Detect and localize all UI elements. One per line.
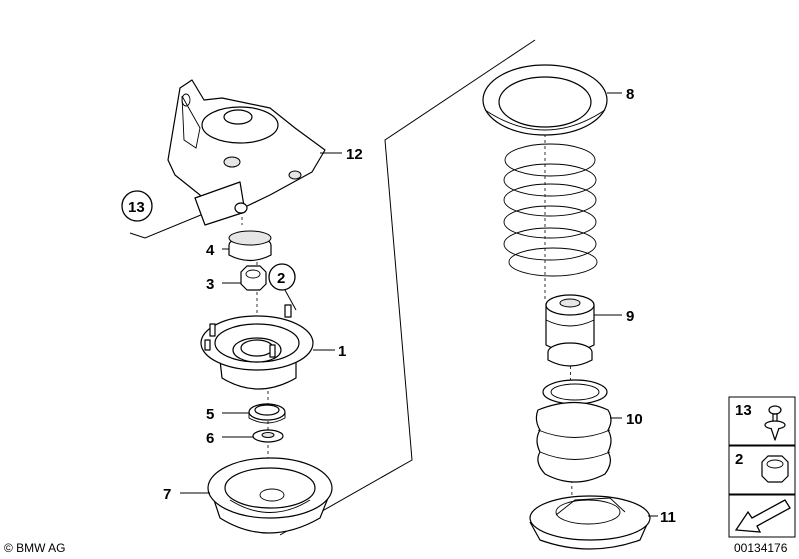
label-part-10: 10 xyxy=(626,411,643,428)
footer: © BMW AG 00134176 xyxy=(4,541,788,555)
legend-box-13 xyxy=(728,396,796,446)
label-part-4: 4 xyxy=(206,242,215,259)
label-part-8: 8 xyxy=(626,86,634,103)
label-part-6: 6 xyxy=(206,430,214,447)
label-part-2: 2 xyxy=(277,270,285,287)
label-part-7: 7 xyxy=(163,486,171,503)
part-labels: 1 2 3 4 5 6 7 8 9 10 11 12 13 xyxy=(121,86,676,526)
washer-part xyxy=(252,429,284,443)
legend-panel: 13 2 xyxy=(728,396,796,538)
label-part-9: 9 xyxy=(626,308,634,325)
coil-spring xyxy=(503,143,598,277)
cap-part xyxy=(228,230,272,262)
label-part-5: 5 xyxy=(206,406,214,423)
clip-fastener-icon xyxy=(764,405,786,441)
dust-boot-part xyxy=(535,379,612,483)
diagram-id: 00134176 xyxy=(734,541,788,555)
direction-arrow-icon xyxy=(734,499,791,533)
spring-seat-part xyxy=(482,64,608,136)
label-part-11: 11 xyxy=(660,509,676,526)
label-part-3: 3 xyxy=(206,276,214,293)
label-part-13: 13 xyxy=(128,199,145,216)
legend-label-2: 2 xyxy=(735,451,743,468)
label-part-1: 1 xyxy=(338,343,346,360)
copyright-text: © BMW AG xyxy=(4,541,66,555)
circle-label-2 xyxy=(268,263,296,291)
lower-plate-part xyxy=(207,457,333,534)
label-part-12: 12 xyxy=(346,146,363,163)
leader-lines xyxy=(180,92,658,517)
bottom-seat-part xyxy=(529,495,651,550)
legend-label-13: 13 xyxy=(735,402,752,419)
seal-ring-part xyxy=(248,403,286,424)
hex-nut-icon xyxy=(761,455,789,483)
circle-label-13 xyxy=(121,190,153,222)
nut-part xyxy=(240,265,267,291)
strut-mount-part xyxy=(200,304,314,390)
bracket-part xyxy=(167,79,326,226)
bump-stop-part xyxy=(545,294,595,367)
